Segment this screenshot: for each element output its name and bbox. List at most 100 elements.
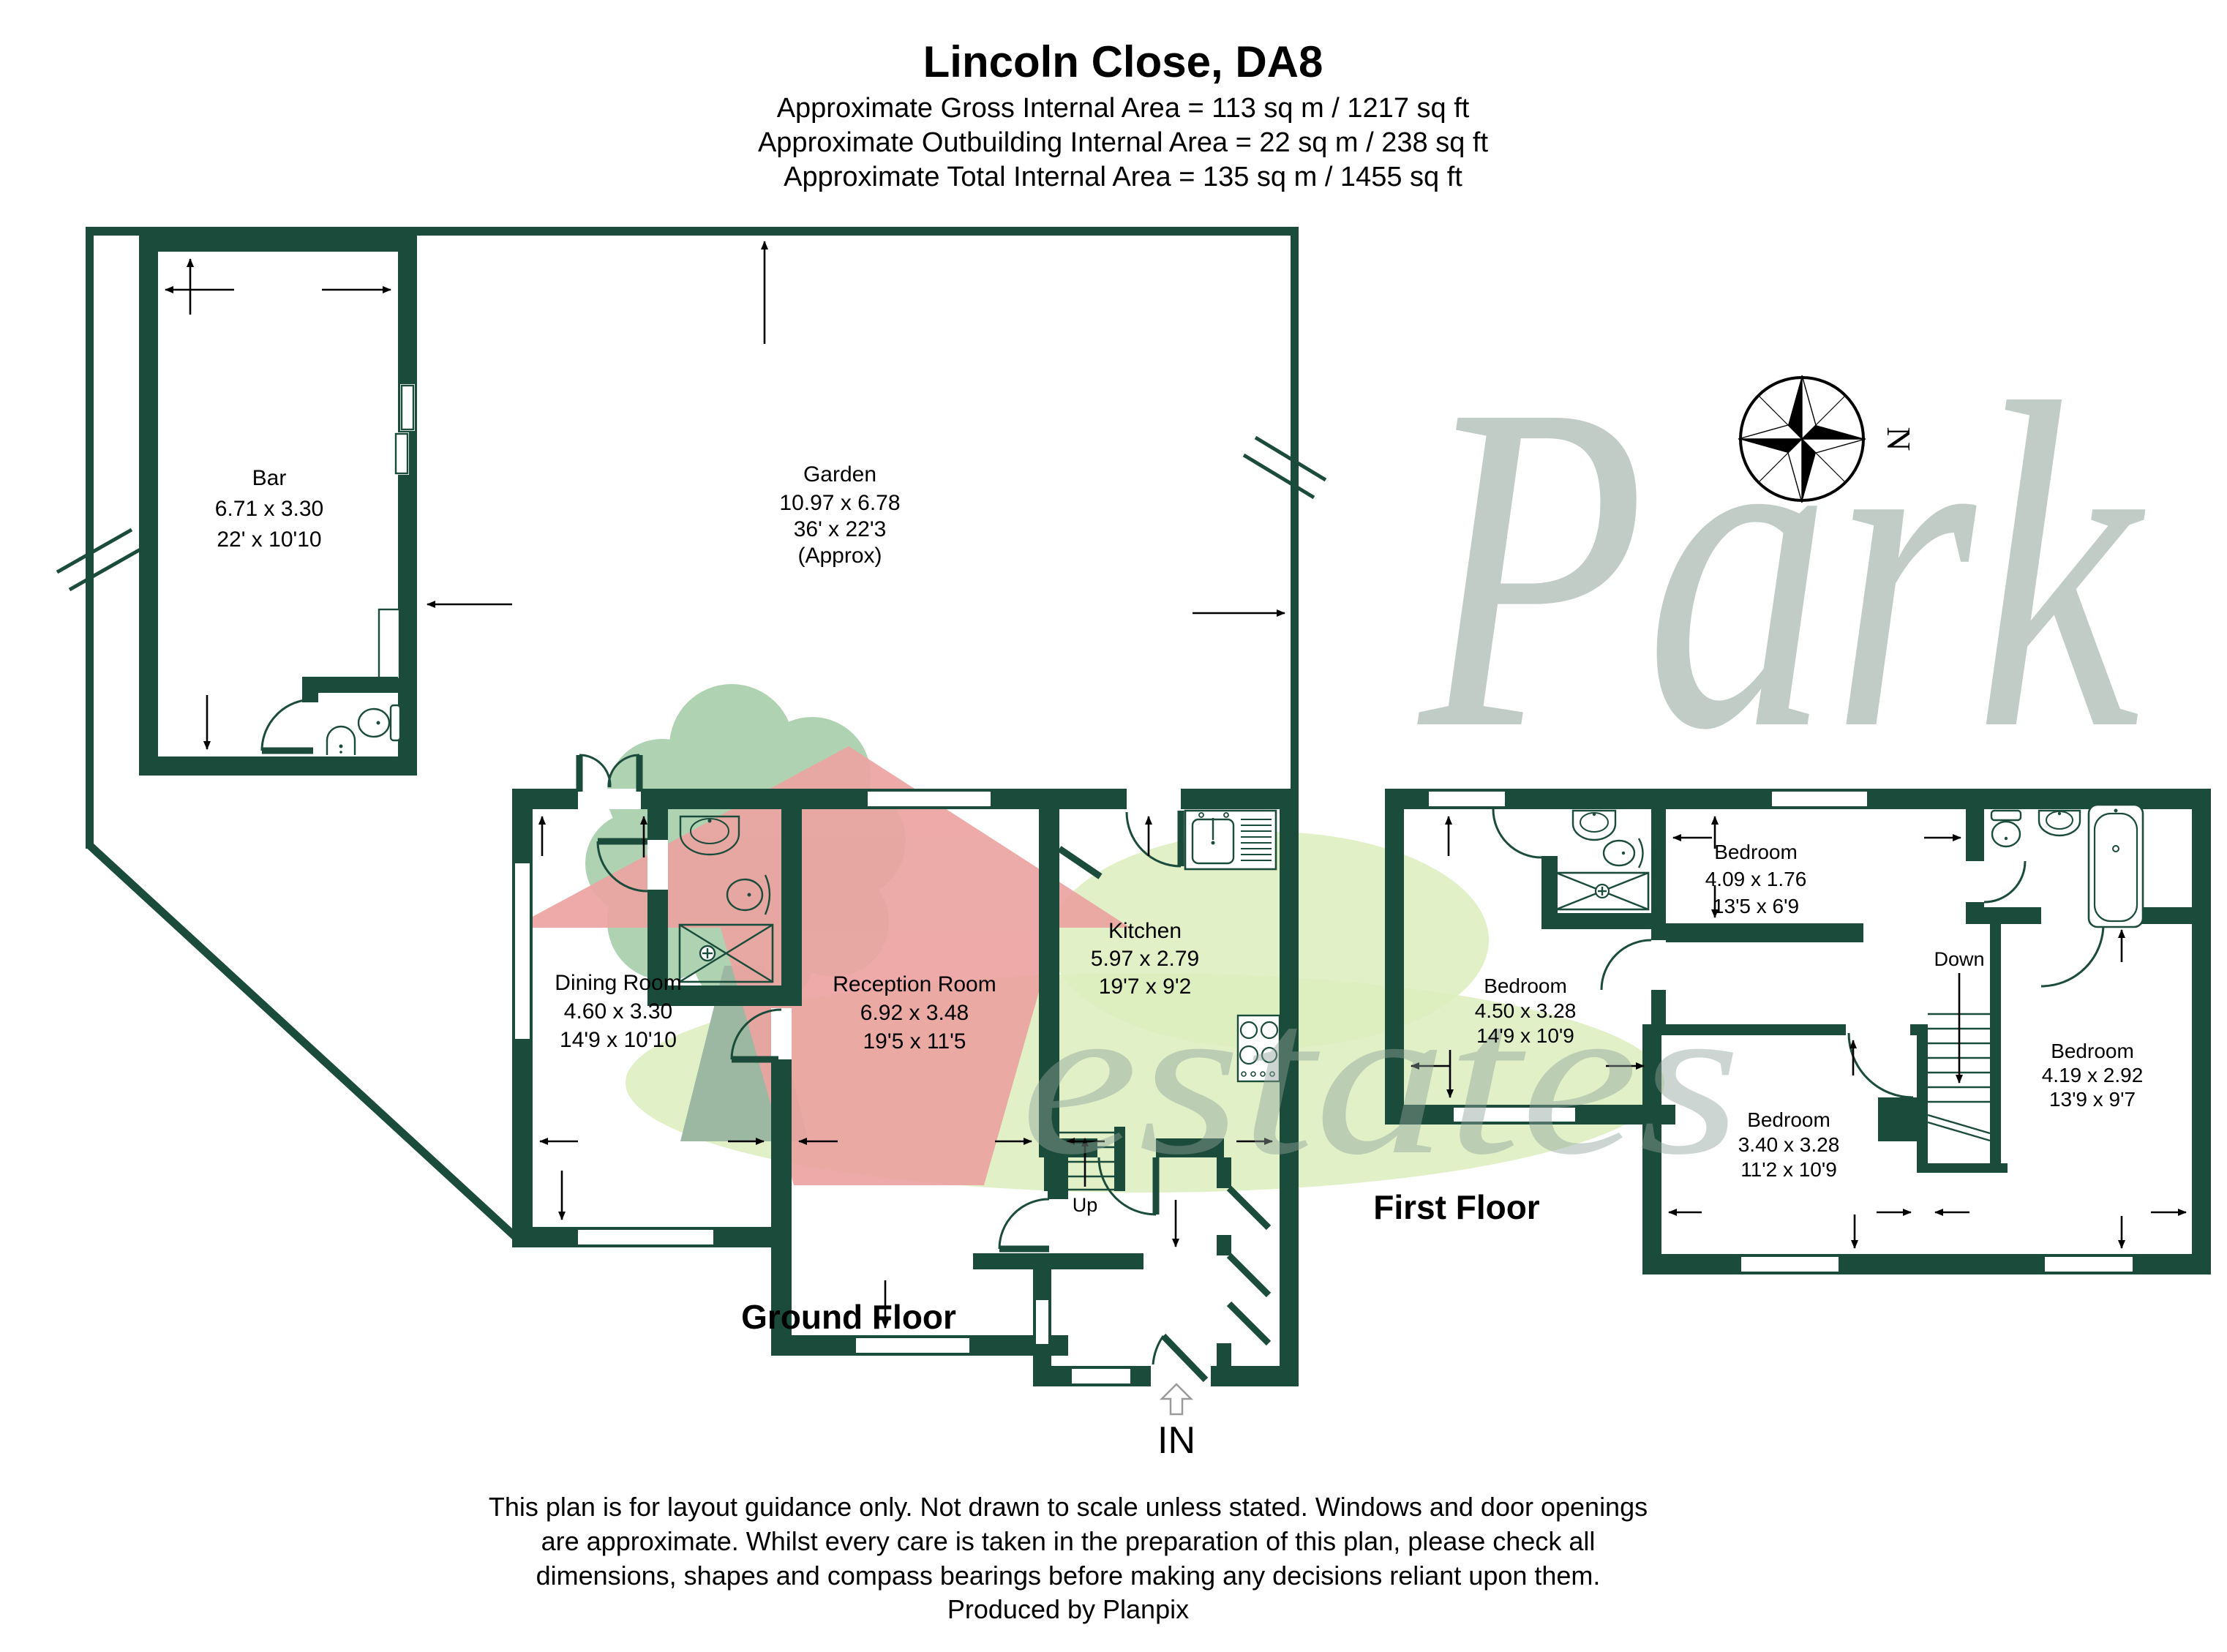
bar-label: Bar 6.71 x 3.30 22' x 10'10 [215,466,323,552]
staircase-up [1044,1127,1125,1191]
svg-text:(Approx): (Approx) [797,544,882,568]
sink-icon [679,815,740,856]
logo-grass-ellipse-2 [1050,832,1489,1048]
stairs-up-label: Up [1073,1194,1098,1216]
disclaimer-line-1: This plan is for layout guidance only. N… [489,1492,1648,1522]
reception-kitchen-ajar-door [1057,846,1103,879]
kitchen-hall-door [1097,1157,1160,1216]
door-arc [260,698,314,751]
watermark-park: Park [1413,308,2149,826]
svg-text:Reception Room: Reception Room [833,972,996,996]
compass-rose-icon: N [1738,375,1918,503]
gf-wc [678,815,774,983]
window [394,384,415,475]
shower-icon [1555,871,1650,911]
bedroom-450-label: Bedroom 4.50 x 3.28 14'9 x 10'9 [1475,975,1577,1047]
window [2045,1257,2133,1272]
bedroom-409-label: Bedroom 4.09 x 1.76 13'5 x 6'9 [1705,841,1807,917]
sink-icon [2038,809,2081,837]
disclaimer-line-3: dimensions, shapes and compass bearings … [536,1561,1601,1591]
dining-room-label: Dining Room 4.60 x 3.30 14'9 x 10'10 [555,971,681,1052]
garden-dimension-arrows [427,241,1285,617]
svg-text:Bedroom: Bedroom [1714,841,1798,863]
bathroom-door-arc [1983,860,2027,904]
sink-icon [1571,809,1617,841]
entrance-label: IN [1157,1419,1195,1462]
bar-counter-recess [378,608,401,680]
front-door [1152,1333,1209,1383]
sink-icon [326,725,356,755]
svg-text:4.50 x 3.28: 4.50 x 3.28 [1475,999,1577,1022]
shower-icon [678,923,774,983]
kitchen-garden-door [1125,811,1184,868]
svg-text:36' x 22'3: 36' x 22'3 [794,517,887,541]
bar-wc [260,677,402,755]
svg-text:19'5 x 11'5: 19'5 x 11'5 [863,1029,966,1054]
hall-reception-door [998,1198,1050,1253]
svg-text:4.19 x 2.92: 4.19 x 2.92 [2042,1064,2144,1086]
window [515,863,530,1039]
watermark: Park estates [1021,308,2149,1200]
dining-reception-door [730,1008,782,1063]
window [868,792,991,806]
footer-disclaimer: This plan is for layout guidance only. N… [489,1492,1648,1624]
ground-floor-label: Ground Floor [741,1298,956,1336]
svg-text:22' x 10'10: 22' x 10'10 [217,527,321,552]
bedroom-419-label: Bedroom 4.19 x 2.92 13'9 x 9'7 [2042,1040,2144,1111]
svg-text:6.92 x 3.48: 6.92 x 3.48 [860,1001,969,1025]
svg-text:14'9 x 10'10: 14'9 x 10'10 [560,1028,677,1052]
svg-text:10.97 x 6.78: 10.97 x 6.78 [779,491,900,515]
bathtub-icon [2087,803,2144,928]
shower-room-door-arc [1492,808,1542,859]
window [856,1338,969,1353]
stairs-down-label: Down [1934,948,1984,970]
staircase-down [1927,973,1991,1142]
boundary-diagonal [86,841,519,1242]
svg-text:Bedroom: Bedroom [1484,975,1567,997]
bar-dimension-arrows [165,258,391,750]
window [1036,1300,1048,1344]
hob-icon [1236,1014,1281,1083]
svg-text:Kitchen: Kitchen [1108,919,1182,943]
svg-text:5.97 x 2.79: 5.97 x 2.79 [1091,947,1199,971]
window [1072,1369,1130,1383]
total-area-line: Approximate Total Internal Area = 135 sq… [784,162,1462,192]
header: Lincoln Close, DA8 Approximate Gross Int… [758,37,1489,192]
svg-text:Bedroom: Bedroom [2051,1040,2134,1062]
ground-floor-plan [512,754,1299,1416]
producer-credit: Produced by Planpix [947,1594,1189,1624]
svg-text:Garden: Garden [803,462,876,487]
bedroom-340-door-arc [1847,1032,1914,1099]
svg-text:4.60 x 3.30: 4.60 x 3.30 [564,999,672,1024]
svg-text:4.09 x 1.76: 4.09 x 1.76 [1705,868,1807,890]
svg-text:19'7 x 9'2: 19'7 x 9'2 [1099,975,1192,999]
svg-text:6.71 x 3.30: 6.71 x 3.30 [215,497,323,521]
svg-text:3.40 x 3.28: 3.40 x 3.28 [1738,1133,1840,1156]
first-floor-plan [1385,789,2211,1274]
kitchen-label: Kitchen 5.97 x 2.79 19'7 x 9'2 [1091,919,1199,999]
toilet-icon [357,704,402,742]
window [1772,792,1867,806]
window [1429,792,1505,806]
boundary-break-left [56,527,146,592]
bedroom-340-label: Bedroom 3.40 x 3.28 11'2 x 10'9 [1738,1108,1840,1181]
toilet-icon [726,874,771,915]
bedroom-450-door-arc [1600,939,1652,991]
ff-bathroom [1990,803,2144,928]
first-floor-label: First Floor [1373,1188,1540,1226]
open-window-panels [1226,1185,1272,1346]
garden-label: Garden 10.97 x 6.78 36' x 22'3 (Approx) [779,462,900,568]
svg-text:11'2 x 10'9: 11'2 x 10'9 [1740,1158,1837,1181]
toilet-icon [1602,838,1644,868]
toilet-icon [1990,809,2022,848]
gross-area-line: Approximate Gross Internal Area = 113 sq… [777,93,1470,124]
double-garden-door [576,754,643,792]
svg-text:Dining Room: Dining Room [555,971,681,995]
watermark-estates: estates [1021,957,1741,1200]
bar-outbuilding [139,233,417,776]
reception-room-label: Reception Room 6.92 x 3.48 19'5 x 11'5 [833,972,996,1054]
room-labels: Garden 10.97 x 6.78 36' x 22'3 (Approx) … [215,462,2144,1181]
kitchen-sink-icon [1184,809,1277,871]
svg-text:13'5 x 6'9: 13'5 x 6'9 [1713,895,1799,917]
